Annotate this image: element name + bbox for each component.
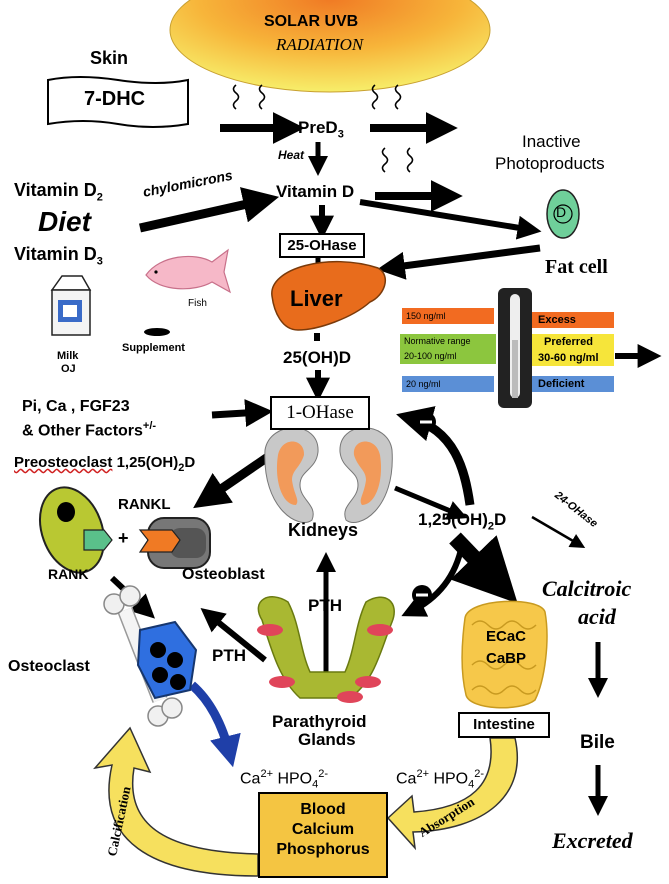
supplement-pill-icon: [144, 328, 170, 336]
rankl-ligand-icon: [140, 530, 180, 552]
metabolite-25ohd-label: 25(OH)D: [283, 348, 351, 368]
level-preferred-range: 30-60 ng/ml: [532, 350, 614, 366]
level-preferred: Preferred: [532, 334, 614, 350]
intestine-protein-2: CaBP: [486, 650, 526, 667]
fish-icon: [146, 250, 230, 292]
radiation-title: RADIATION: [276, 35, 363, 55]
scale-row-150: 150 ng/ml: [402, 308, 494, 324]
oj-label: OJ: [61, 363, 76, 375]
glands-label: Glands: [298, 730, 356, 750]
scale-row-normative: Normative range: [400, 334, 496, 348]
fat-cell-label: Fat cell: [545, 256, 608, 279]
calcium-label: Calcium: [260, 820, 386, 840]
heat-label: Heat: [278, 148, 304, 162]
parathyroid-label: Parathyroid: [272, 712, 366, 732]
rankl-label: RANKL: [118, 496, 171, 513]
liver-label: Liver: [290, 286, 343, 312]
diet-label: Diet: [38, 206, 91, 238]
scale-row-20-100: 20-100 ng/ml: [400, 348, 496, 364]
acid-label: acid: [578, 604, 616, 630]
intestine-protein-1: ECaC: [486, 628, 526, 645]
solar-uvb-title: SOLAR UVB: [264, 13, 358, 31]
blood-calcium-phosphorus-box: Blood Calcium Phosphorus: [258, 792, 388, 878]
factors-line1: Pi, Ca , FGF23: [22, 398, 130, 416]
level-deficient: Deficient: [532, 376, 614, 392]
thermometer-icon: [498, 288, 532, 408]
milk-label: Milk: [57, 350, 78, 362]
skin-label: Skin: [90, 48, 128, 69]
enzyme-1-ohase-box: 1-OHase: [270, 396, 370, 430]
photoproducts-label: Photoproducts: [495, 154, 605, 174]
vitamin-d3-label: Vitamin D3: [14, 244, 103, 268]
vitamin-d2-label: Vitamin D2: [14, 180, 103, 204]
level-excess: Excess: [532, 312, 614, 328]
milk-carton-icon: [52, 276, 90, 335]
preosteoclast-label: Preosteoclast 1,25(OH)2D: [14, 454, 195, 474]
fish-label: Fish: [188, 298, 207, 309]
excreted-label: Excreted: [552, 828, 633, 854]
calcitroic-label: Calcitroic: [542, 576, 631, 602]
scale-row-20: 20 ng/ml: [402, 376, 494, 392]
supplement-label: Supplement: [122, 342, 185, 354]
inhibition-minus-icon: [412, 412, 436, 605]
pth-label-vertical: PTH: [308, 596, 342, 616]
pth-label-left: PTH: [212, 646, 246, 666]
blood-label: Blood: [260, 800, 386, 820]
absorption-arrow-icon: [388, 738, 517, 848]
seven-dhc-label: 7-DHC: [84, 88, 145, 111]
calcitriol-label: 1,25(OH)2D: [418, 510, 506, 532]
pred3-label: PreD3: [298, 118, 344, 140]
factors-line2: & Other Factors+/-: [22, 420, 156, 440]
rank-receptor-icon: [84, 530, 112, 550]
vitamin-d-label: Vitamin D: [276, 182, 354, 202]
osteoblast-label: Osteoblast: [182, 566, 265, 584]
fat-cell-symbol: D: [556, 204, 566, 220]
intestine-box: Intestine: [458, 712, 550, 738]
kidneys-icon: [265, 428, 392, 523]
kidneys-label: Kidneys: [288, 520, 358, 541]
phosphorus-label: Phosphorus: [260, 840, 386, 860]
ions-left: Ca2+ HPO42-: [240, 768, 328, 791]
plus-sign: +: [118, 528, 129, 549]
ions-right: Ca2+ HPO42-: [396, 768, 484, 791]
rank-label: RANK: [48, 566, 88, 582]
osteoclast-label: Osteoclast: [8, 658, 90, 676]
inactive-label: Inactive: [522, 132, 581, 152]
bile-label: Bile: [580, 732, 615, 754]
enzyme-25-ohase-box: 25-OHase: [279, 233, 365, 258]
